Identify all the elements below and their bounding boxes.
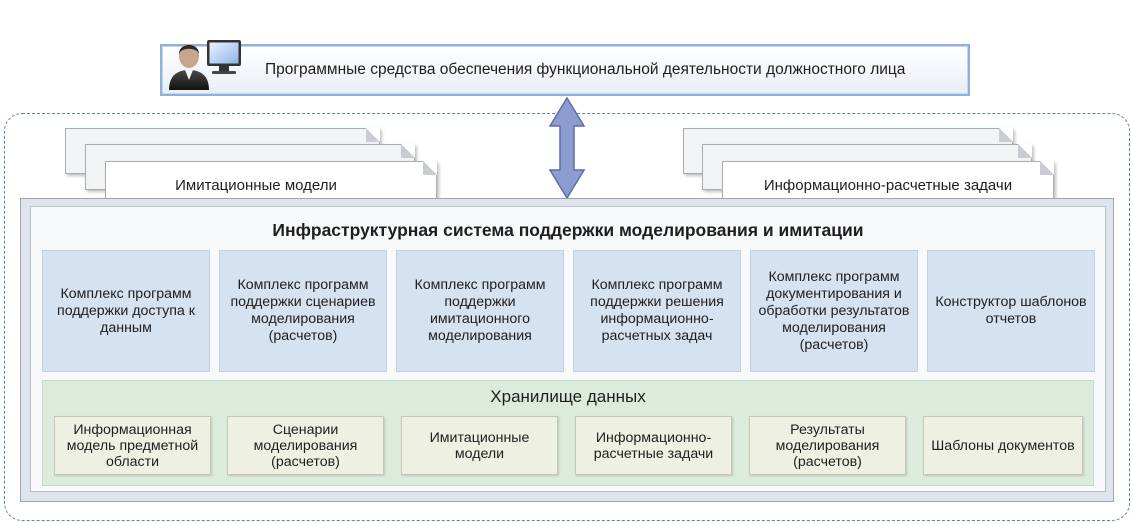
component-report-designer: Конструктор шаблонов отчетов <box>927 250 1095 372</box>
storage-item-info-tasks: Информационно-расчетные задачи <box>575 416 732 475</box>
info-tasks-label: Информационно-расчетные задачи <box>763 177 1013 194</box>
functional-software-bar <box>160 44 970 96</box>
storage-item-domain-model: Информационная модель предметной области <box>54 416 211 475</box>
simulation-models-label: Имитационные модели <box>175 177 337 194</box>
storage-item-document-templates: Шаблоны документов <box>923 416 1083 475</box>
infrastructure-title: Инфраструктурная система поддержки модел… <box>272 219 864 240</box>
functional-software-label: Программные средства обеспечения функцио… <box>265 61 906 78</box>
component-info-tasks: Комплекс программ поддержки решения инфо… <box>573 250 741 372</box>
data-storage-title: Хранилище данных <box>490 387 646 406</box>
storage-item-scenarios: Сценарии моделирования (расчетов) <box>227 416 384 475</box>
data-storage-panel <box>42 380 1094 486</box>
user-at-computer-icon <box>169 40 241 90</box>
component-scenarios: Комплекс программ поддержки сценариев мо… <box>219 250 387 372</box>
component-simulation: Комплекс программ поддержки имитационног… <box>396 250 564 372</box>
component-documentation: Комплекс программ документирования и обр… <box>750 250 918 372</box>
storage-item-results: Результаты моделирования (расчетов) <box>749 416 906 475</box>
component-data-access: Комплекс программ поддержки доступа к да… <box>42 250 210 372</box>
double-vertical-arrow <box>548 96 586 200</box>
storage-item-simulation-models: Имитационные модели <box>401 416 558 475</box>
